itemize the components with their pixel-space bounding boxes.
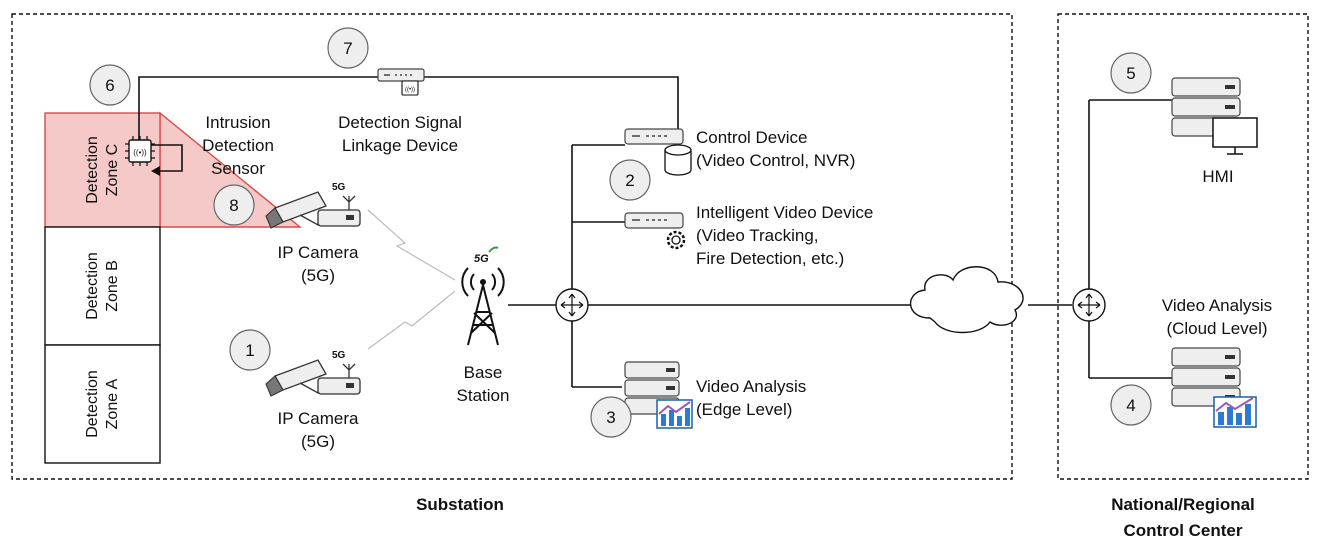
intrusion-label-line1: Intrusion (205, 113, 270, 132)
ip-camera-top-icon: 5G (265, 182, 361, 229)
svg-text:8: 8 (229, 196, 238, 215)
svg-text:Zone A: Zone A (104, 378, 121, 429)
substation-title: Substation (416, 495, 504, 514)
svg-text:3: 3 (606, 408, 615, 427)
sensor-loop-arrowhead (151, 166, 160, 176)
detection-zone-b (44, 226, 161, 346)
detection-zone-c (44, 112, 161, 228)
step-marker-3: 3 (590, 396, 632, 438)
step-marker-8: 8 (213, 184, 255, 226)
linkage-label-line1: Detection Signal (338, 113, 462, 132)
control-device-label-line1: Control Device (696, 128, 808, 147)
network-switch-substation-icon (555, 288, 589, 322)
svg-text:Detection: Detection (84, 370, 101, 438)
hmi-label: HMI (1202, 167, 1233, 186)
svg-text:5G: 5G (332, 350, 346, 361)
ip-camera-bottom-label-line2: (5G) (301, 432, 335, 451)
hmi-server-icon (1171, 77, 1258, 155)
intrusion-label-line3: Sensor (211, 159, 265, 178)
base-station-label-line2: Station (457, 386, 510, 405)
control-center-title-line2: Control Center (1124, 521, 1243, 540)
wireless-link-bottom (367, 290, 456, 350)
control-center-boundary (1057, 13, 1309, 480)
svg-text:5G: 5G (332, 182, 346, 193)
intelligent-device-label-line2: (Video Tracking, (696, 226, 819, 245)
zone-a-label: Detection Zone A (84, 370, 121, 438)
step-marker-6: 6 (89, 64, 131, 106)
step-marker-7: 7 (327, 27, 369, 69)
cloud-analysis-label-line1: Video Analysis (1162, 296, 1272, 315)
ip-camera-bottom-icon: 5G (265, 350, 361, 397)
cloud-network-icon (909, 266, 1024, 334)
zone-c-label: Detection Zone C (84, 136, 121, 204)
intelligent-video-device-icon (624, 212, 686, 250)
control-center-title-line1: National/Regional (1111, 495, 1255, 514)
svg-text:Detection: Detection (84, 136, 101, 204)
step-marker-1: 1 (229, 329, 271, 371)
edge-analysis-label-line1: Video Analysis (696, 377, 806, 396)
ip-camera-top-label-line1: IP Camera (278, 243, 359, 262)
intrusion-label-line2: Detection (202, 136, 274, 155)
svg-text:1: 1 (245, 341, 254, 360)
edge-analysis-server-icon (624, 361, 693, 429)
base-station-tower-icon: 5G (461, 246, 505, 346)
step-marker-2: 2 (609, 159, 651, 201)
substation-boundary (11, 13, 1013, 480)
cloud-analysis-label-line2: (Cloud Level) (1166, 319, 1267, 338)
svg-text:Zone C: Zone C (104, 144, 121, 196)
base-station-label-line1: Base (464, 363, 503, 382)
detection-zone-a (44, 344, 161, 464)
edge-analysis-label-line2: (Edge Level) (696, 400, 792, 419)
svg-text:2: 2 (625, 171, 634, 190)
linkage-label-line2: Linkage Device (342, 136, 458, 155)
linkage-device-icon: ((•)) (377, 68, 425, 96)
control-device-label-line2: (Video Control, NVR) (696, 151, 855, 170)
step-marker-5: 5 (1110, 52, 1152, 94)
control-device-icon (624, 128, 692, 176)
svg-text:Detection: Detection (84, 252, 101, 320)
svg-text:Zone B: Zone B (104, 260, 121, 312)
svg-text:((•)): ((•)) (133, 148, 147, 157)
intrusion-sensor-chip-icon: ((•)) (125, 136, 155, 166)
sensor-self-loop (151, 144, 183, 172)
svg-text:5: 5 (1126, 64, 1135, 83)
intelligent-device-label-line1: Intelligent Video Device (696, 203, 873, 222)
ip-camera-top-label-line2: (5G) (301, 266, 335, 285)
svg-text:6: 6 (105, 76, 114, 95)
svg-text:4: 4 (1126, 396, 1135, 415)
wireless-link-top (367, 209, 456, 281)
ip-camera-bottom-label-line1: IP Camera (278, 409, 359, 428)
network-switch-center-icon (1072, 288, 1106, 322)
cloud-analysis-server-icon (1171, 347, 1257, 428)
step-marker-4: 4 (1110, 384, 1152, 426)
zone-b-label: Detection Zone B (84, 252, 121, 320)
svg-text:7: 7 (343, 39, 352, 58)
intelligent-device-label-line3: Fire Detection, etc.) (696, 249, 844, 268)
svg-text:5G: 5G (474, 253, 489, 265)
svg-text:((•)): ((•)) (405, 87, 415, 93)
